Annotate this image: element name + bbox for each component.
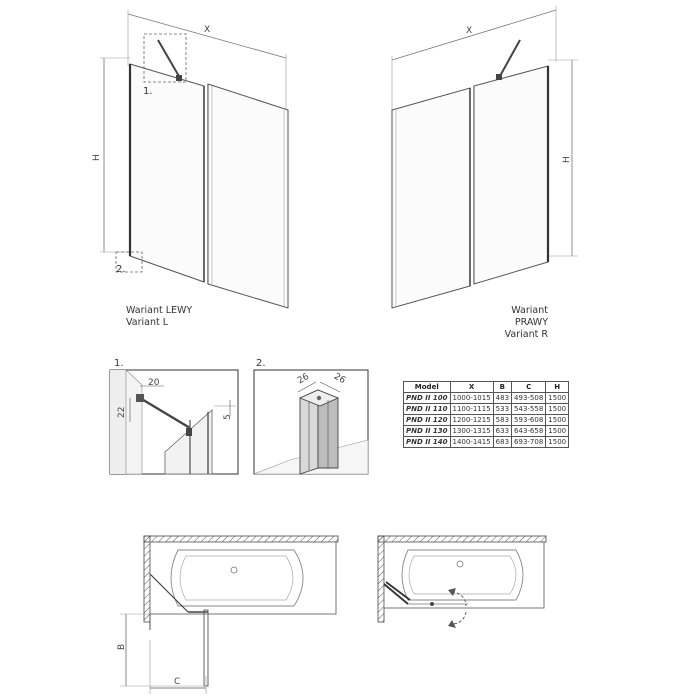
spec-table: Model X B C H PND II 100 1000-1015 483 4…	[403, 381, 570, 448]
left-variant-view: X H 1. 2.	[92, 10, 289, 309]
table-row: PND II 110 1100-1115 533 543-558 1500	[403, 403, 570, 415]
col-x: X	[449, 381, 494, 393]
cell-model: PND II 120	[403, 414, 451, 426]
left-detail-1-marker: 1.	[143, 86, 153, 97]
left-detail-2-marker: 2.	[116, 264, 126, 275]
right-variant-view: X H	[391, 6, 578, 309]
cell-c: 593-608	[511, 414, 547, 426]
cell-x: 1300-1315	[449, 425, 494, 437]
detail-2-label: 2.	[256, 358, 266, 369]
detail-2: 2. 26 26	[253, 358, 369, 475]
cell-x: 1400-1415	[449, 436, 494, 448]
variant-right-line2: Variant R	[504, 329, 548, 340]
cell-b: 683	[492, 436, 513, 448]
cell-x: 1200-1215	[449, 414, 494, 426]
detail-1: 1. 20 22 5	[109, 358, 239, 475]
plan-view-left: B C	[117, 535, 339, 694]
cell-h: 1500	[545, 392, 570, 404]
cell-h: 1500	[545, 436, 570, 448]
cell-c: 643-658	[511, 425, 547, 437]
cell-b: 583	[492, 414, 513, 426]
cell-model: PND II 130	[403, 425, 451, 437]
cell-model: PND II 140	[403, 436, 451, 448]
variant-left-label: Wariant LEWY Variant L	[126, 305, 192, 329]
detail-1-gap: 5	[223, 414, 233, 420]
cell-b: 633	[492, 425, 513, 437]
variant-right-label: Wariant PRAWY Variant R	[478, 305, 548, 341]
cell-c: 493-508	[511, 392, 547, 404]
col-c: C	[511, 381, 547, 393]
detail-1-height: 22	[117, 407, 127, 418]
plan-dim-b: B	[117, 644, 127, 650]
table-row: PND II 120 1200-1215 583 593-608 1500	[403, 414, 570, 426]
cell-x: 1100-1115	[449, 403, 494, 415]
variant-left-line2: Variant L	[126, 317, 169, 328]
cell-b: 483	[492, 392, 513, 404]
cell-c: 543-558	[511, 403, 547, 415]
table-row: PND II 130 1300-1315 633 643-658 1500	[403, 425, 570, 437]
cell-model: PND II 100	[403, 392, 451, 404]
table-row: PND II 140 1400-1415 683 693-708 1500	[403, 436, 570, 448]
cell-x: 1000-1015	[449, 392, 494, 404]
col-b: B	[492, 381, 513, 393]
cell-h: 1500	[545, 425, 570, 437]
spec-table-header: Model X B C H	[403, 381, 570, 393]
cell-h: 1500	[545, 414, 570, 426]
cell-model: PND II 110	[403, 403, 451, 415]
variant-left-line1: Wariant LEWY	[126, 305, 193, 316]
cell-b: 533	[492, 403, 513, 415]
left-dim-x: X	[204, 25, 210, 35]
detail-1-label: 1.	[114, 358, 124, 369]
left-dim-h: H	[92, 154, 102, 161]
plan-dim-c: C	[174, 677, 180, 687]
variant-right-line1: Wariant PRAWY	[511, 305, 548, 328]
detail-1-width: 20	[148, 378, 160, 388]
col-h: H	[545, 381, 570, 393]
cell-c: 693-708	[511, 436, 547, 448]
table-row: PND II 100 1000-1015 483 493-508 1500	[403, 392, 570, 404]
right-dim-h: H	[562, 156, 572, 163]
col-model: Model	[403, 381, 451, 393]
cell-h: 1500	[545, 403, 570, 415]
right-dim-x: X	[466, 26, 472, 36]
plan-view-right	[377, 535, 547, 628]
